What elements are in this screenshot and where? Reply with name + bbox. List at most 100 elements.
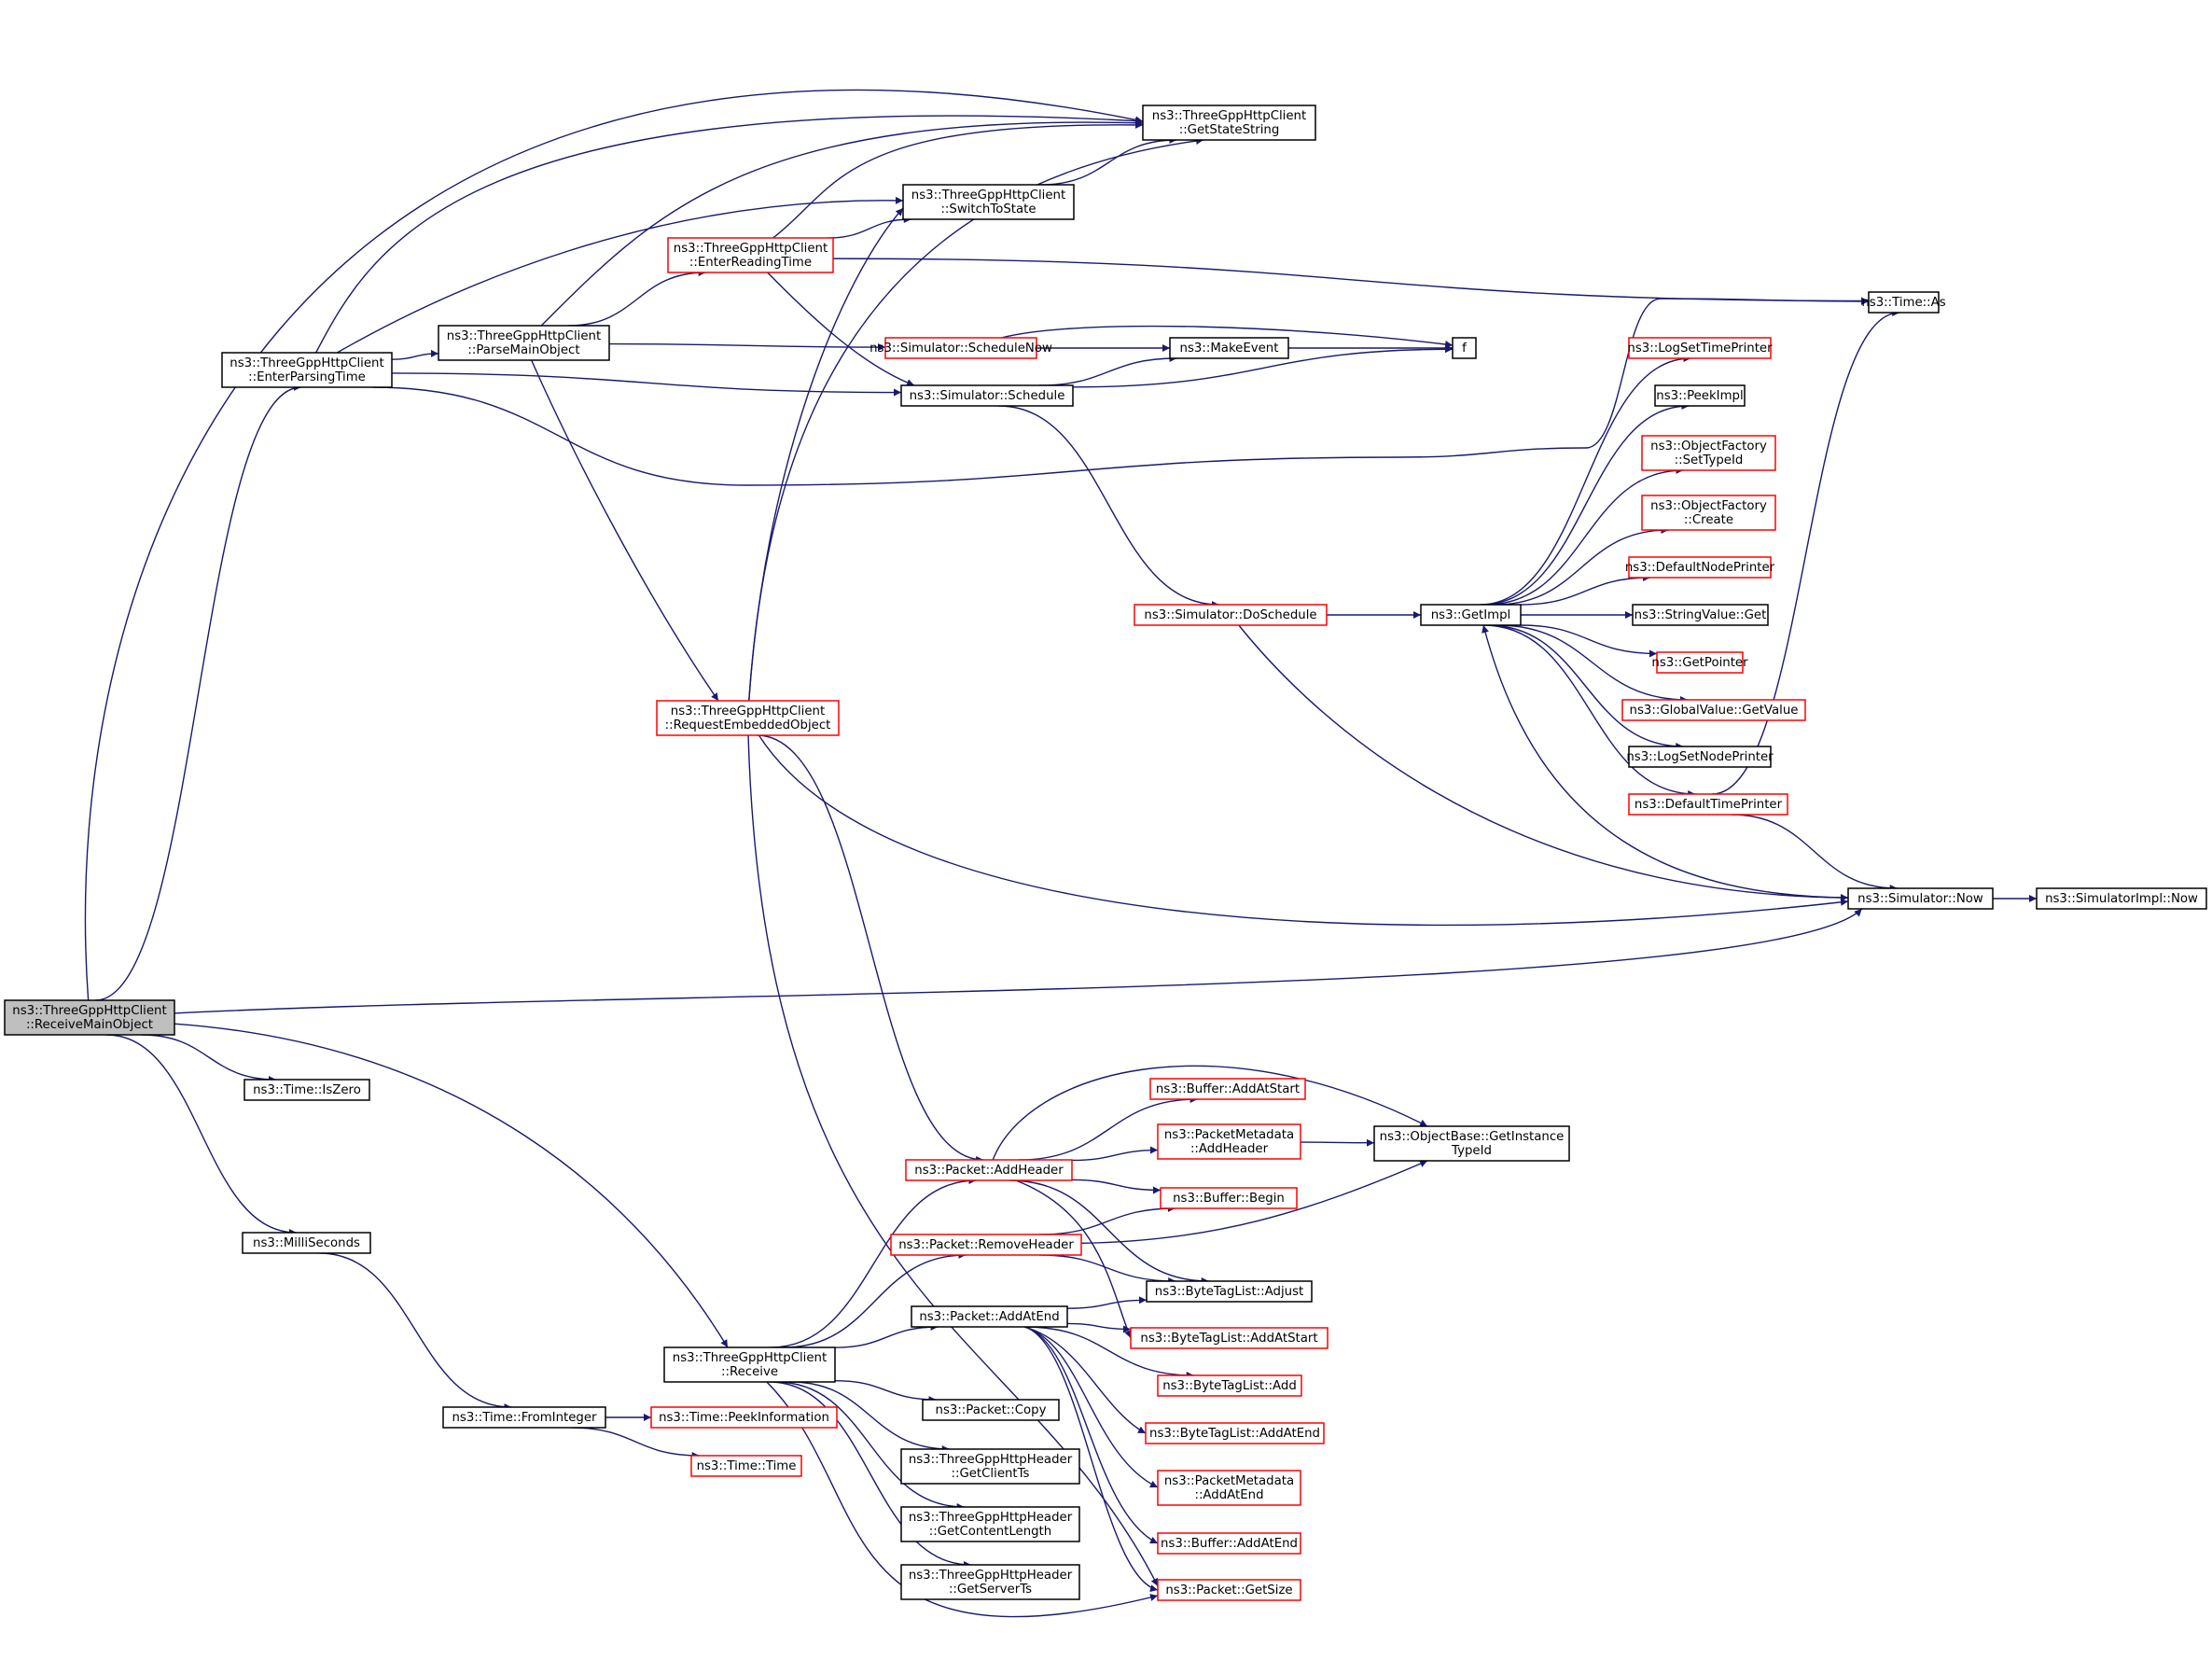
node-label: ns3::ObjectBase::GetInstance (1380, 1130, 1565, 1144)
node-pkt-copy[interactable]: ns3::Packet::Copy (922, 1399, 1060, 1421)
node-pkt-get-size[interactable]: ns3::Packet::GetSize (1157, 1579, 1301, 1601)
node-label: ns3::ByteTagList::AddAtStart (1140, 1332, 1317, 1346)
edge-root-to-time-is-zero (141, 1034, 276, 1083)
node-box (1134, 604, 1328, 626)
node-switch-state[interactable]: ns3::ThreeGppHttpClient::SwitchToState (902, 184, 1075, 220)
node-pkt-add-header[interactable]: ns3::Packet::AddHeader (905, 1159, 1073, 1181)
node-box (1169, 337, 1289, 359)
node-box (1420, 604, 1522, 626)
node-label: ::SetTypeId (1675, 453, 1744, 467)
node-get-impl[interactable]: ns3::GetImpl (1420, 604, 1522, 626)
node-get-state[interactable]: ns3::ThreeGppHttpClient::GetStateString (1142, 105, 1316, 141)
node-time-is-zero[interactable]: ns3::Time::IsZero (243, 1079, 370, 1101)
node-box (1632, 604, 1769, 626)
edge-receive-to-get-client-ts (790, 1381, 950, 1453)
node-box (900, 384, 1074, 407)
node-label: ns3::Packet::AddAtEnd (919, 1310, 1059, 1324)
node-label: ns3::GetPointer (1651, 656, 1748, 670)
node-get-content-len[interactable]: ns3::ThreeGppHttpHeader::GetContentLengt… (900, 1506, 1080, 1542)
node-receive[interactable]: ns3::ThreeGppHttpClient::Receive (663, 1346, 836, 1383)
edge-req-embedded-to-sim-now (758, 734, 1849, 927)
node-pkt-remove-header[interactable]: ns3::Packet::RemoveHeader (890, 1234, 1082, 1256)
node-f[interactable]: f (1452, 337, 1477, 359)
node-btl-add-end[interactable]: ns3::ByteTagList::AddAtEnd (1145, 1422, 1325, 1444)
node-label: ::ParseMainObject (467, 343, 579, 357)
edge-schedule-to-make-event (1038, 355, 1177, 386)
node-make-event[interactable]: ns3::MakeEvent (1169, 337, 1289, 359)
node-label: ns3::SimulatorImpl::Now (2045, 892, 2198, 906)
edge-def-time-printer-to-sim-now (1731, 814, 1898, 892)
node-box (221, 352, 393, 388)
edge-sim-now-to-get-impl (1482, 624, 1849, 899)
node-label: ns3::ThreeGppHttpClient (230, 356, 383, 370)
node-schedule-now[interactable]: ns3::Simulator::ScheduleNow (869, 337, 1052, 359)
node-label: ns3::Simulator::Schedule (910, 389, 1065, 403)
node-label: ns3::ByteTagList::Adjust (1155, 1285, 1303, 1299)
edge-enter-reading-to-time-as (832, 258, 1870, 305)
node-time-time[interactable]: ns3::Time::Time (690, 1455, 802, 1477)
node-log-set-node[interactable]: ns3::LogSetNodePrinter (1626, 746, 1774, 768)
node-peek-impl[interactable]: ns3::PeekImpl (1654, 384, 1746, 407)
edge-get-impl-to-log-set-time (1479, 355, 1691, 606)
node-label: ns3::ThreeGppHttpClient (671, 704, 825, 718)
node-btl-add[interactable]: ns3::ByteTagList::Add (1157, 1374, 1302, 1397)
node-box (1628, 337, 1772, 359)
edge-req-embedded-to-pkt-add-header (757, 734, 984, 1164)
node-peek-info[interactable]: ns3::Time::PeekInformation (650, 1406, 838, 1429)
node-box (1160, 1187, 1298, 1209)
node-label: ns3::MakeEvent (1180, 342, 1279, 356)
node-get-client-ts[interactable]: ns3::ThreeGppHttpHeader::GetClientTs (900, 1448, 1080, 1485)
node-box (900, 1506, 1080, 1542)
node-pm-add-header[interactable]: ns3::PacketMetadata::AddHeader (1157, 1123, 1301, 1160)
node-label: ns3::ThreeGppHttpHeader (909, 1569, 1073, 1583)
node-of-set-type-id[interactable]: ns3::ObjectFactory::SetTypeId (1641, 435, 1776, 471)
node-root[interactable]: ns3::ThreeGppHttpClient::ReceiveMainObje… (4, 999, 175, 1036)
edge-receive-to-pkt-get-size (766, 1381, 1159, 1618)
edge-root-to-sim-now (174, 908, 1863, 1014)
edge-enter-reading-to-switch-state (828, 216, 911, 239)
node-impl-now[interactable]: ns3::SimulatorImpl::Now (2036, 887, 2207, 910)
node-req-embedded[interactable]: ns3::ThreeGppHttpClient::RequestEmbedded… (656, 700, 840, 736)
edge-pkt-add-at-end-to-btl-add (1024, 1326, 1194, 1379)
node-time-as[interactable]: ns3::Time::As (1861, 291, 1946, 314)
node-box (1654, 384, 1746, 407)
node-label: ns3::PacketMetadata (1164, 1128, 1294, 1142)
node-label: ::GetServerTs (949, 1583, 1032, 1597)
node-sim-now[interactable]: ns3::Simulator::Now (1847, 887, 1994, 910)
node-box (900, 1564, 1080, 1600)
node-pkt-add-at-end[interactable]: ns3::Packet::AddAtEnd (911, 1305, 1068, 1328)
edge-receive-to-get-content-len (775, 1381, 965, 1511)
node-get-pointer[interactable]: ns3::GetPointer (1651, 651, 1748, 674)
node-btl-adjust[interactable]: ns3::ByteTagList::Adjust (1146, 1280, 1313, 1303)
node-label: ns3::Packet::Copy (936, 1403, 1047, 1417)
node-pm-add-at-end[interactable]: ns3::PacketMetadata::AddAtEnd (1157, 1470, 1301, 1506)
node-label: ns3::Packet::GetSize (1165, 1583, 1292, 1597)
node-enter-parsing[interactable]: ns3::ThreeGppHttpClient::EnterParsingTim… (221, 352, 393, 388)
node-label: ns3::Simulator::ScheduleNow (869, 342, 1052, 356)
node-of-create[interactable]: ns3::ObjectFactory::Create (1641, 495, 1776, 531)
node-milli[interactable]: ns3::MilliSeconds (242, 1232, 371, 1254)
node-buf-add-start[interactable]: ns3::Buffer::AddAtStart (1149, 1078, 1306, 1100)
node-log-set-time[interactable]: ns3::LogSetTimePrinter (1627, 337, 1773, 359)
node-do-schedule[interactable]: ns3::Simulator::DoSchedule (1134, 604, 1328, 626)
node-enter-reading[interactable]: ns3::ThreeGppHttpClient::EnterReadingTim… (667, 237, 834, 273)
node-btl-add-start[interactable]: ns3::ByteTagList::AddAtStart (1130, 1327, 1329, 1349)
node-string-get[interactable]: ns3::StringValue::Get (1632, 604, 1769, 626)
node-def-node-printer[interactable]: ns3::DefaultNodePrinter (1625, 556, 1775, 579)
node-label: ns3::Time::PeekInformation (659, 1411, 829, 1425)
edge-receive-to-pkt-copy (834, 1379, 937, 1403)
node-label: ::AddHeader (1190, 1142, 1269, 1156)
node-global-get[interactable]: ns3::GlobalValue::GetValue (1621, 699, 1806, 721)
node-schedule[interactable]: ns3::Simulator::Schedule (900, 384, 1074, 407)
node-buf-add-end[interactable]: ns3::Buffer::AddAtEnd (1157, 1532, 1301, 1555)
node-from-integer[interactable]: ns3::Time::FromInteger (442, 1406, 606, 1429)
node-buf-begin[interactable]: ns3::Buffer::Begin (1160, 1187, 1298, 1209)
node-get-server-ts[interactable]: ns3::ThreeGppHttpHeader::GetServerTs (900, 1564, 1080, 1600)
node-parse-main[interactable]: ns3::ThreeGppHttpClient::ParseMainObject (438, 325, 610, 361)
edge-do-schedule-to-sim-now (1238, 624, 1849, 901)
node-label: ns3::Packet::AddHeader (914, 1164, 1064, 1178)
node-label: ns3::ThreeGppHttpClient (12, 1004, 166, 1018)
node-def-time-printer[interactable]: ns3::DefaultTimePrinter (1628, 793, 1788, 816)
edge-root-to-enter-parsing (95, 384, 301, 1001)
